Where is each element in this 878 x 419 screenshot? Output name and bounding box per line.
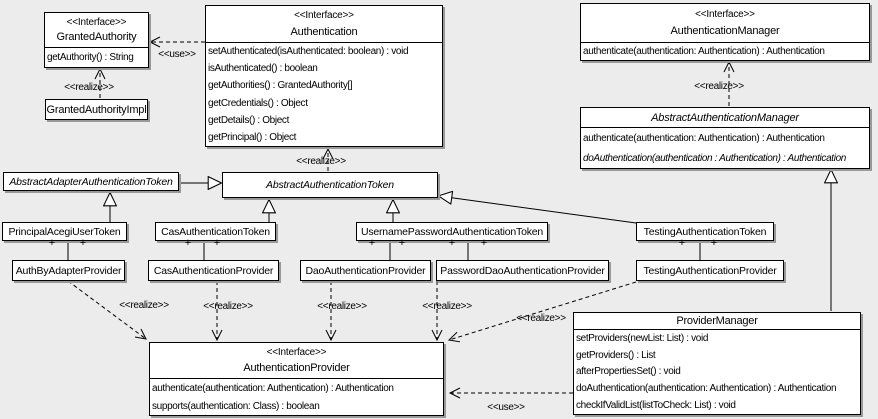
- method-list: authenticate(authentication: Authenticat…: [150, 379, 443, 415]
- plus-marker: +: [368, 237, 376, 249]
- method: doAuthentication(authentication : Authen…: [583, 152, 847, 164]
- realize-label: <<realize>>: [64, 82, 114, 93]
- method-list: setProviders(newList: List) : void getPr…: [574, 330, 860, 414]
- stereotype-label: <<Interface>>: [294, 10, 354, 22]
- method: setProviders(newList: List) : void: [576, 332, 709, 344]
- class-name: AuthByAdapterProvider: [15, 264, 122, 277]
- class-header: <<Interface>> GrantedAuthority: [45, 13, 148, 48]
- class-granted-authority[interactable]: <<Interface>> GrantedAuthority getAuthor…: [44, 12, 149, 68]
- plus-marker: +: [213, 237, 221, 249]
- class-authentication[interactable]: <<Interface>> Authentication setAuthenti…: [205, 5, 443, 147]
- method: setAuthenticated(isAuthenticated: boolea…: [208, 46, 409, 58]
- class-abstract-adapter-authentication-token[interactable]: AbstractAdapterAuthenticationToken: [3, 172, 179, 191]
- class-name: AbstractAdapterAuthenticationToken: [9, 175, 173, 188]
- class-principal-acegi-user-token[interactable]: PrincipalAcegiUserToken: [2, 222, 127, 241]
- class-name: UsernamePasswordAuthenticationToken: [360, 225, 544, 238]
- class-name: DaoAuthenticationProvider: [305, 264, 426, 277]
- edge-realize-authbyadapterprovider: [67, 280, 147, 340]
- method: doAuthentication(authentication: Authent…: [576, 383, 837, 395]
- realize-label: <<realize>>: [422, 301, 472, 312]
- class-name: AbstractAuthenticationManager: [651, 111, 799, 124]
- class-header: AbstractAuthenticationManager: [581, 108, 869, 128]
- class-testing-authentication-token[interactable]: TestingAuthenticationToken: [636, 222, 774, 241]
- plus-marker: +: [184, 237, 192, 249]
- method: getAuthority() : String: [47, 52, 134, 63]
- class-provider-manager[interactable]: ProviderManager setProviders(newList: Li…: [573, 312, 861, 415]
- class-name: PrincipalAcegiUserToken: [8, 225, 121, 238]
- class-auth-by-adapter-provider[interactable]: AuthByAdapterProvider: [12, 260, 125, 281]
- method-list: getAuthority() : String: [45, 48, 148, 67]
- edge-realize-testingauthenticationprovider: [447, 281, 637, 343]
- class-username-password-authentication-token[interactable]: UsernamePasswordAuthenticationToken: [356, 222, 548, 241]
- class-cas-authentication-provider[interactable]: CasAuthenticationProvider: [148, 260, 279, 281]
- class-name: CasAuthenticationProvider: [153, 264, 274, 277]
- class-dao-authentication-provider[interactable]: DaoAuthenticationProvider: [300, 260, 431, 281]
- method: authenticate(authentication: Authenticat…: [152, 382, 394, 394]
- class-header: <<Interface>> AuthenticationManager: [581, 4, 869, 43]
- class-name: AbstractAuthenticationToken: [266, 179, 394, 191]
- stereotype-label: <<Interface>>: [266, 347, 327, 358]
- class-name: TestingAuthenticationProvider: [643, 264, 777, 277]
- method: getDetails() : Object: [208, 114, 290, 126]
- class-abstract-authentication-token[interactable]: AbstractAuthenticationToken: [222, 172, 438, 198]
- method: supports(authentication: Class) : boolea…: [152, 400, 320, 412]
- class-name: PasswordDaoAuthenticationProvider: [440, 264, 605, 277]
- plus-marker: +: [710, 237, 718, 249]
- class-authentication-manager[interactable]: <<Interface>> AuthenticationManager auth…: [580, 3, 870, 61]
- class-header: <<Interface>> AuthenticationProvider: [150, 343, 443, 379]
- class-authentication-provider[interactable]: <<Interface>> AuthenticationProvider aut…: [149, 342, 444, 416]
- plus-marker: +: [79, 237, 87, 249]
- method-list: authenticate(authentication: Authenticat…: [581, 43, 869, 60]
- class-name: GrantedAuthorityImpl: [46, 103, 147, 116]
- use-label: <<use>>: [158, 49, 196, 60]
- method: authenticate(authentication: Authenticat…: [583, 132, 825, 144]
- class-header: <<Interface>> Authentication: [206, 6, 442, 43]
- method: checkIfValidList(listToCheck: List) : vo…: [576, 400, 736, 412]
- class-name: Authentication: [290, 25, 358, 38]
- method-list: setAuthenticated(isAuthenticated: boolea…: [206, 43, 442, 146]
- realize-label: <<realize>>: [203, 301, 253, 312]
- use-label: <<use>>: [487, 402, 525, 413]
- class-header: ProviderManager: [574, 313, 860, 330]
- method: afterPropertiesSet() : void: [576, 366, 681, 378]
- class-name: GrantedAuthority: [56, 31, 137, 44]
- method: getProviders() : List: [576, 349, 656, 361]
- realize-label: <<realize>>: [694, 81, 744, 92]
- realize-label: <<realize>>: [119, 300, 169, 311]
- edge-gen-testingtoken-abstracttoken: [439, 196, 637, 224]
- class-name: CasAuthenticationToken: [161, 225, 270, 238]
- class-testing-authentication-provider[interactable]: TestingAuthenticationProvider: [636, 260, 784, 281]
- class-name: TestingAuthenticationToken: [643, 225, 767, 238]
- realize-label: <<realize>>: [317, 301, 367, 312]
- realize-label: <<realize>>: [296, 156, 346, 167]
- realize-label: <<realize>>: [516, 313, 566, 324]
- class-name: ProviderManager: [676, 315, 758, 327]
- plus-marker: +: [480, 237, 488, 249]
- stereotype-label: <<Interface>>: [695, 9, 755, 20]
- plus-marker: +: [48, 237, 56, 249]
- plus-marker: +: [448, 237, 456, 249]
- method: isAuthenticated() : boolean: [208, 63, 318, 75]
- method: getPrincipal() : Object: [208, 131, 297, 143]
- stereotype-label: <<Interface>>: [66, 16, 127, 28]
- plus-marker: +: [678, 237, 686, 249]
- class-name: AuthenticationProvider: [243, 362, 350, 374]
- class-granted-authority-impl[interactable]: GrantedAuthorityImpl: [45, 99, 148, 120]
- method: getCredentials() : Object: [208, 97, 308, 109]
- method: authenticate(authentication: Authenticat…: [583, 46, 825, 57]
- method-list: authenticate(authentication: Authenticat…: [581, 128, 869, 168]
- class-cas-authentication-token[interactable]: CasAuthenticationToken: [155, 222, 276, 241]
- class-abstract-authentication-manager[interactable]: AbstractAuthenticationManager authentica…: [580, 107, 870, 169]
- method: getAuthorities() : GrantedAuthority[]: [208, 80, 353, 92]
- plus-marker: +: [398, 237, 406, 249]
- class-password-dao-authentication-provider[interactable]: PasswordDaoAuthenticationProvider: [436, 260, 609, 281]
- class-name: AuthenticationManager: [670, 25, 780, 37]
